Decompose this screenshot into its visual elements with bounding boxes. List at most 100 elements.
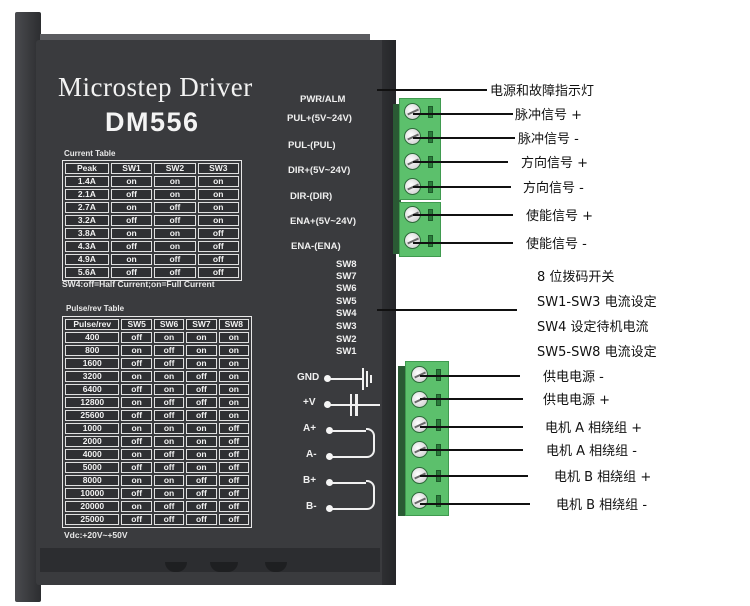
switch-state-cell: on — [121, 475, 152, 486]
terminal-screw[interactable] — [404, 103, 421, 120]
row-key-cell: 25600 — [65, 410, 120, 421]
leader-line — [420, 449, 523, 451]
label-ena-plus: ENA+(5V~24V) — [290, 216, 357, 227]
switch-state-cell: off — [218, 449, 249, 460]
switch-state-cell: off — [121, 462, 152, 473]
terminal-screw[interactable] — [404, 128, 421, 145]
switch-state-cell: on — [218, 358, 249, 369]
terminal-screw[interactable] — [411, 416, 428, 433]
row-key-cell: 1.4A — [65, 176, 109, 187]
annotation-dir-minus: 方向信号 - — [523, 181, 584, 196]
switch-state-cell: off — [154, 254, 196, 265]
header-cell: SW5 — [121, 319, 152, 330]
leader-line — [420, 475, 528, 477]
switch-state-cell: off — [121, 488, 152, 499]
sw4-note: SW4:off=Half Current;on=Full Current — [62, 279, 215, 289]
switch-state-cell: on — [153, 423, 185, 434]
label-sw2: SW2 — [336, 334, 357, 345]
switch-state-cell: on — [121, 371, 152, 382]
switch-state-cell: on — [121, 501, 152, 512]
annotation-pul-minus: 脉冲信号 - — [518, 132, 579, 147]
terminal-dot — [326, 505, 333, 512]
label-sw5: SW5 — [336, 296, 357, 307]
terminal-screw[interactable] — [411, 366, 428, 383]
row-key-cell: 3.8A — [65, 228, 109, 239]
switch-state-cell: on — [197, 215, 239, 226]
label-sw3: SW3 — [336, 321, 357, 332]
leader-line — [413, 214, 513, 216]
annotation-supply-plus: 供电电源 + — [543, 393, 611, 408]
switch-state-cell: on — [153, 488, 185, 499]
switch-state-cell: off — [154, 267, 196, 278]
leader-line — [377, 89, 487, 91]
switch-state-cell: on — [218, 410, 249, 421]
switch-state-cell: on — [153, 332, 185, 343]
switch-state-cell: on — [154, 228, 196, 239]
switch-state-cell: off — [121, 358, 152, 369]
switch-state-cell: on — [218, 332, 249, 343]
ground-icon — [370, 375, 372, 383]
switch-state-cell: off — [186, 397, 217, 408]
switch-state-cell: off — [154, 202, 196, 213]
switch-state-cell: on — [110, 228, 153, 239]
switch-state-cell: on — [218, 345, 249, 356]
capacitor-icon — [355, 394, 358, 416]
terminal-screw[interactable] — [411, 492, 428, 509]
label-a-minus: A- — [306, 449, 317, 460]
switch-state-cell: on — [121, 345, 152, 356]
ground-icon — [362, 368, 364, 390]
label-gnd: GND — [297, 372, 320, 383]
switch-state-cell: off — [186, 371, 217, 382]
terminal-screw[interactable] — [404, 232, 421, 249]
row-key-cell: 4000 — [65, 449, 120, 460]
switch-state-cell: on — [110, 254, 153, 265]
row-key-cell: 4.9A — [65, 254, 109, 265]
row-key-cell: 1600 — [65, 358, 120, 369]
annotation-coil-b-minus: 电机 B 相绕组 - — [556, 498, 648, 513]
label-b-minus: B- — [306, 501, 317, 512]
label-pwr-alm: PWR/ALM — [300, 94, 346, 105]
switch-state-cell: off — [121, 436, 152, 447]
switch-state-cell: off — [153, 358, 185, 369]
row-key-cell: 400 — [65, 332, 120, 343]
switch-state-cell: on — [186, 358, 217, 369]
switch-state-cell: on — [121, 449, 152, 460]
switch-state-cell: off — [197, 254, 239, 265]
coil-b-wire — [332, 482, 366, 484]
row-key-cell: 20000 — [65, 501, 120, 512]
switch-state-cell: on — [154, 176, 196, 187]
switch-state-cell: off — [186, 514, 217, 525]
switch-state-cell: on — [186, 423, 217, 434]
switch-state-cell: on — [186, 462, 217, 473]
row-key-cell: 2000 — [65, 436, 120, 447]
switch-state-cell: on — [186, 449, 217, 460]
row-key-cell: 5.6A — [65, 267, 109, 278]
leader-line — [413, 113, 513, 115]
gnd-wire — [330, 378, 362, 380]
annotation-coil-a-minus: 电机 A 相绕组 - — [546, 444, 637, 459]
switch-state-cell: off — [153, 410, 185, 421]
row-key-cell: 4.3A — [65, 241, 109, 252]
row-key-cell: 5000 — [65, 462, 120, 473]
coil-a-wire — [332, 430, 366, 432]
terminal-slot — [428, 106, 433, 118]
switch-state-cell: on — [153, 436, 185, 447]
label-a-plus: A+ — [303, 423, 317, 434]
switch-state-cell: on — [121, 423, 152, 434]
row-key-cell: 2.1A — [65, 189, 109, 200]
switch-state-cell: off — [218, 475, 249, 486]
annotation-led: 电源和故障指示灯 — [490, 84, 595, 99]
header-cell: SW8 — [218, 319, 249, 330]
label-vplus: +V — [303, 397, 316, 408]
